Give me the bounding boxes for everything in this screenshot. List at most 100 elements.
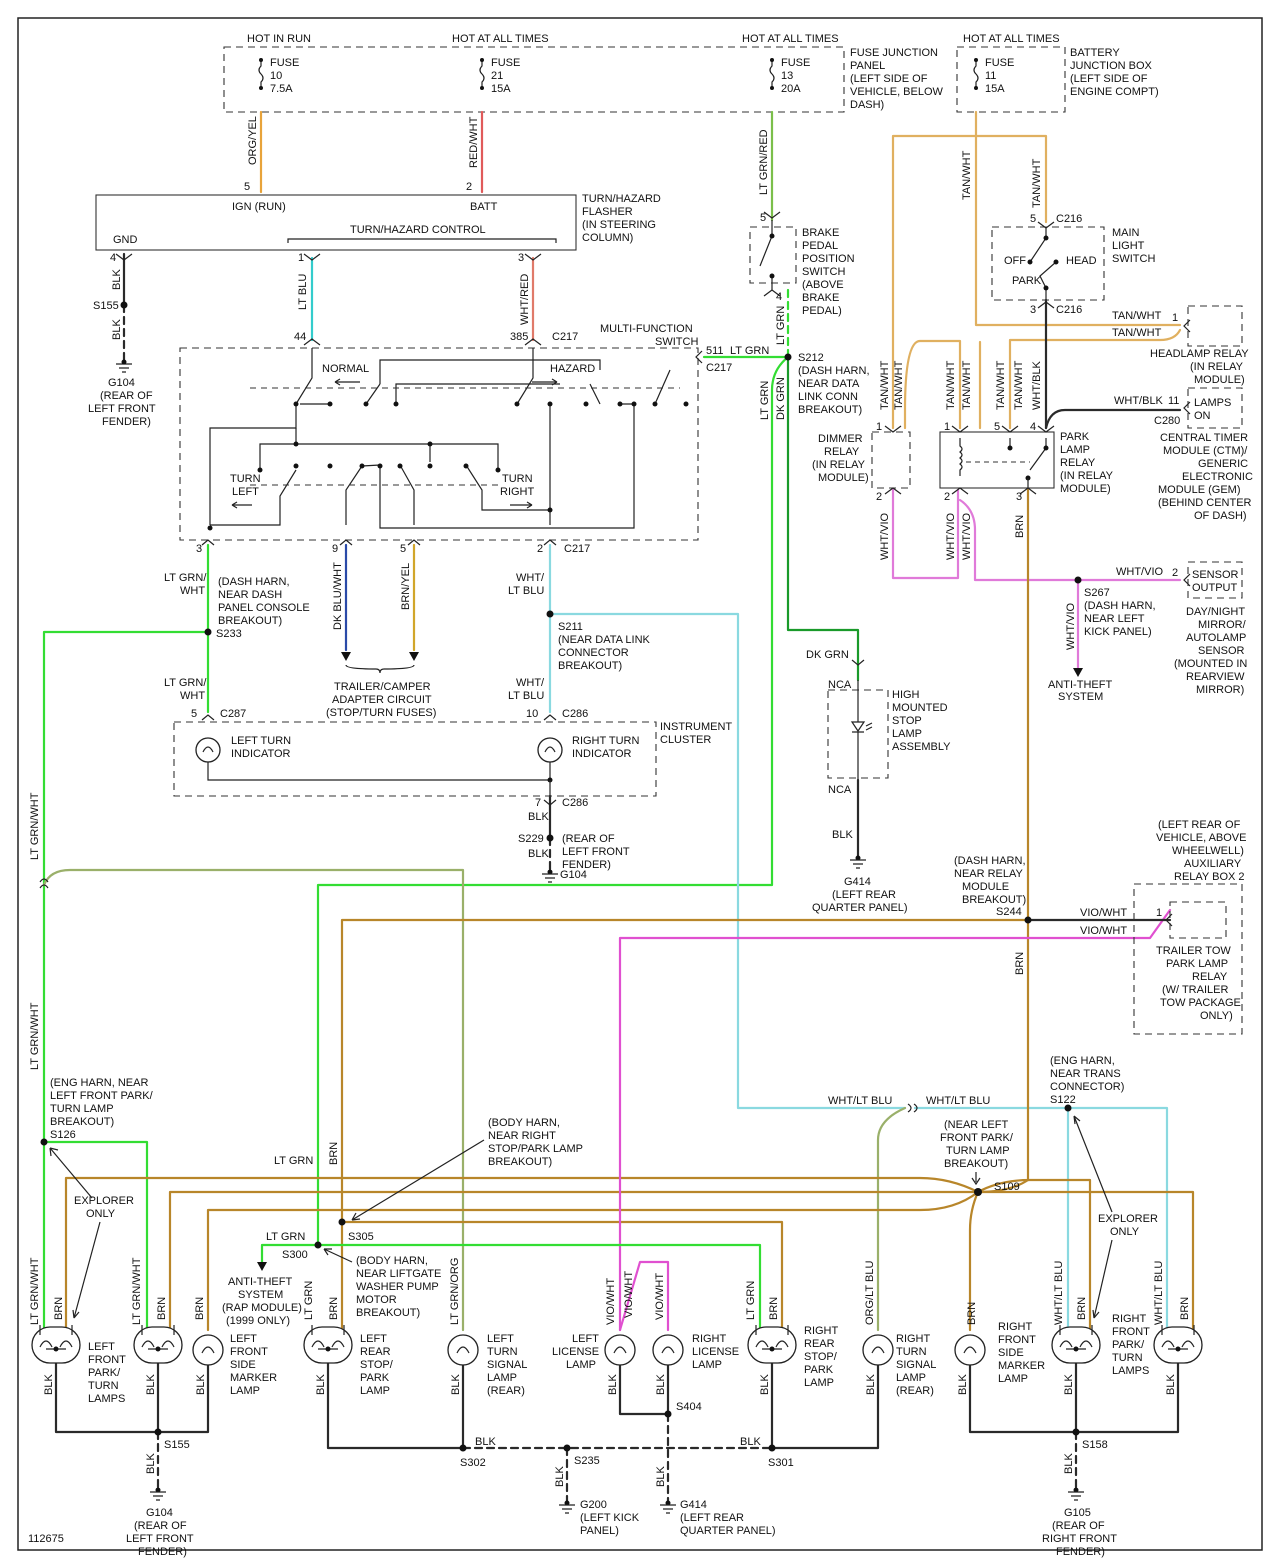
svg-text:DK GRN: DK GRN [806,649,849,661]
svg-text:LAMP: LAMP [896,1372,926,1384]
svg-text:BRN: BRN [328,1142,340,1165]
svg-text:BRN/YEL: BRN/YEL [400,563,412,610]
lamp-left-front-park-turn-b [133,1325,183,1364]
svg-text:RIGHT: RIGHT [804,1325,839,1337]
svg-text:3: 3 [196,543,202,555]
svg-text:LT GRN: LT GRN [775,306,787,345]
wire-tan-wht-1 [974,110,1182,327]
svg-text:BATTERY: BATTERY [1070,47,1120,59]
lamp-left-front-park-turn-a [31,1325,81,1364]
svg-text:(REAR OF: (REAR OF [100,390,153,402]
wire-wht-lt-blu-right [913,1106,1169,1332]
svg-text:NEAR LEFT: NEAR LEFT [1084,613,1145,625]
svg-text:BRN: BRN [53,1297,65,1320]
svg-text:LEFT: LEFT [88,1341,115,1353]
svg-text:C217: C217 [564,543,590,555]
svg-text:STOP/: STOP/ [804,1351,838,1363]
svg-text:LEFT: LEFT [360,1333,387,1345]
wire-brn-r3 [968,1190,980,1332]
svg-text:C216: C216 [1056,213,1082,225]
svg-text:LAMP: LAMP [487,1372,517,1384]
wire-lt-grn-anti [260,1243,320,1264]
svg-text:LICENSE: LICENSE [692,1346,739,1358]
svg-text:ORG/LT BLU: ORG/LT BLU [864,1261,876,1325]
svg-text:NEAR RELAY: NEAR RELAY [954,868,1024,880]
svg-text:COLUMN): COLUMN) [582,232,633,244]
svg-text:PARK: PARK [1012,275,1042,287]
svg-text:LICENSE: LICENSE [552,1346,599,1358]
svg-text:BREAKOUT): BREAKOUT) [798,404,862,416]
svg-text:BLK: BLK [528,811,549,823]
svg-text:DAY/NIGHT: DAY/NIGHT [1186,606,1245,618]
svg-text:FUSE: FUSE [491,57,520,69]
svg-text:1: 1 [1172,312,1178,324]
svg-text:STOP/: STOP/ [360,1359,394,1371]
svg-text:LEFT FRONT: LEFT FRONT [126,1533,194,1545]
svg-text:BLK: BLK [655,1374,667,1395]
turn-hazard-flasher: IGN (RUN) BATT GND TURN/HAZARD CONTROL 5… [95,181,661,264]
svg-text:LT BLU: LT BLU [508,690,544,702]
svg-text:LAMPS: LAMPS [1112,1365,1149,1377]
svg-text:LAMP: LAMP [892,728,922,740]
wire-blk-ground-mid-r [770,1358,880,1450]
svg-text:VIO/WHT: VIO/WHT [605,1278,617,1325]
svg-text:(ENG HARN, NEAR: (ENG HARN, NEAR [50,1077,148,1089]
svg-text:TURN/HAZARD CONTROL: TURN/HAZARD CONTROL [350,224,486,236]
svg-text:21: 21 [491,70,503,82]
svg-text:5: 5 [994,421,1000,433]
svg-text:FENDER): FENDER) [102,416,151,428]
svg-text:BLK: BLK [740,1436,761,1448]
svg-text:FENDER): FENDER) [562,859,611,871]
svg-text:385: 385 [510,331,528,343]
wire-vio-wht-2 [618,1260,670,1332]
dimmer-relay: 1 2 DIMMER RELAY (IN RELAY MODULE) [812,421,911,503]
svg-text:LAMP: LAMP [692,1359,722,1371]
svg-text:MODULE (GEM): MODULE (GEM) [1158,484,1241,496]
svg-text:FUSE JUNCTION: FUSE JUNCTION [850,47,938,59]
wire-blk-license [618,1363,670,1416]
svg-text:TAN/WHT: TAN/WHT [1013,360,1025,410]
fuse11-header: HOT AT ALL TIMES [963,33,1060,45]
ground-g104-cluster: G104 [542,869,587,883]
svg-text:(DASH HARN,: (DASH HARN, [798,365,870,377]
wire-brn-r1 [976,1178,1092,1332]
svg-text:LT GRN/RED: LT GRN/RED [758,129,770,195]
brake-pedal-position-switch: 5 4 BRAKE PEDAL POSITION SWITCH (ABOVE B… [749,211,855,317]
svg-text:INDICATOR: INDICATOR [231,748,291,760]
svg-text:BRN: BRN [1014,515,1026,538]
svg-text:3: 3 [518,252,524,264]
svg-text:5: 5 [760,212,766,224]
svg-text:S301: S301 [768,1457,794,1469]
svg-text:STOP/PARK LAMP: STOP/PARK LAMP [488,1143,583,1155]
fuse13: FUSE 13 20A [769,57,810,95]
svg-text:PARK: PARK [804,1364,834,1376]
svg-text:(DASH HARN,: (DASH HARN, [1084,600,1156,612]
svg-text:LT GRN: LT GRN [303,1281,315,1320]
svg-text:(DASH HARN,: (DASH HARN, [218,576,290,588]
splice-s233-note: (DASH HARN, NEAR DASH PANEL CONSOLE BREA… [216,576,310,640]
svg-text:JUNCTION BOX: JUNCTION BOX [1070,60,1153,72]
svg-text:2: 2 [466,181,472,193]
svg-text:BRN: BRN [966,1302,978,1325]
svg-text:KICK PANEL): KICK PANEL) [1084,626,1152,638]
svg-text:PANEL: PANEL [850,60,885,72]
svg-text:WHT/: WHT/ [516,572,545,584]
svg-text:PARK: PARK [1060,431,1090,443]
svg-text:BLK: BLK [759,1374,771,1395]
svg-text:TAN/WHT: TAN/WHT [879,360,891,410]
svg-text:VIO/WHT: VIO/WHT [1080,907,1127,919]
svg-text:BLK: BLK [607,1374,619,1395]
wire-blk-ground-left [54,1358,210,1434]
fuse13-header: HOT AT ALL TIMES [742,33,839,45]
svg-text:ELECTRONIC: ELECTRONIC [1182,471,1253,483]
auxiliary-relay-box: (LEFT REAR OF VEHICLE, ABOVE WHEELWELL) … [1133,819,1246,1035]
svg-text:C287: C287 [220,708,246,720]
fuse10: FUSE 10 7.5A [258,57,299,95]
svg-text:1: 1 [876,421,882,433]
instrument-cluster: 5 C287 10 C286 7 C286 LEFT TURN INDICATO… [173,708,732,809]
explorer-only-right: EXPLORER ONLY [1073,1115,1158,1319]
wires [42,110,1195,1505]
splice-s244 [1024,916,1032,924]
svg-text:TAN/WHT: TAN/WHT [893,360,905,410]
